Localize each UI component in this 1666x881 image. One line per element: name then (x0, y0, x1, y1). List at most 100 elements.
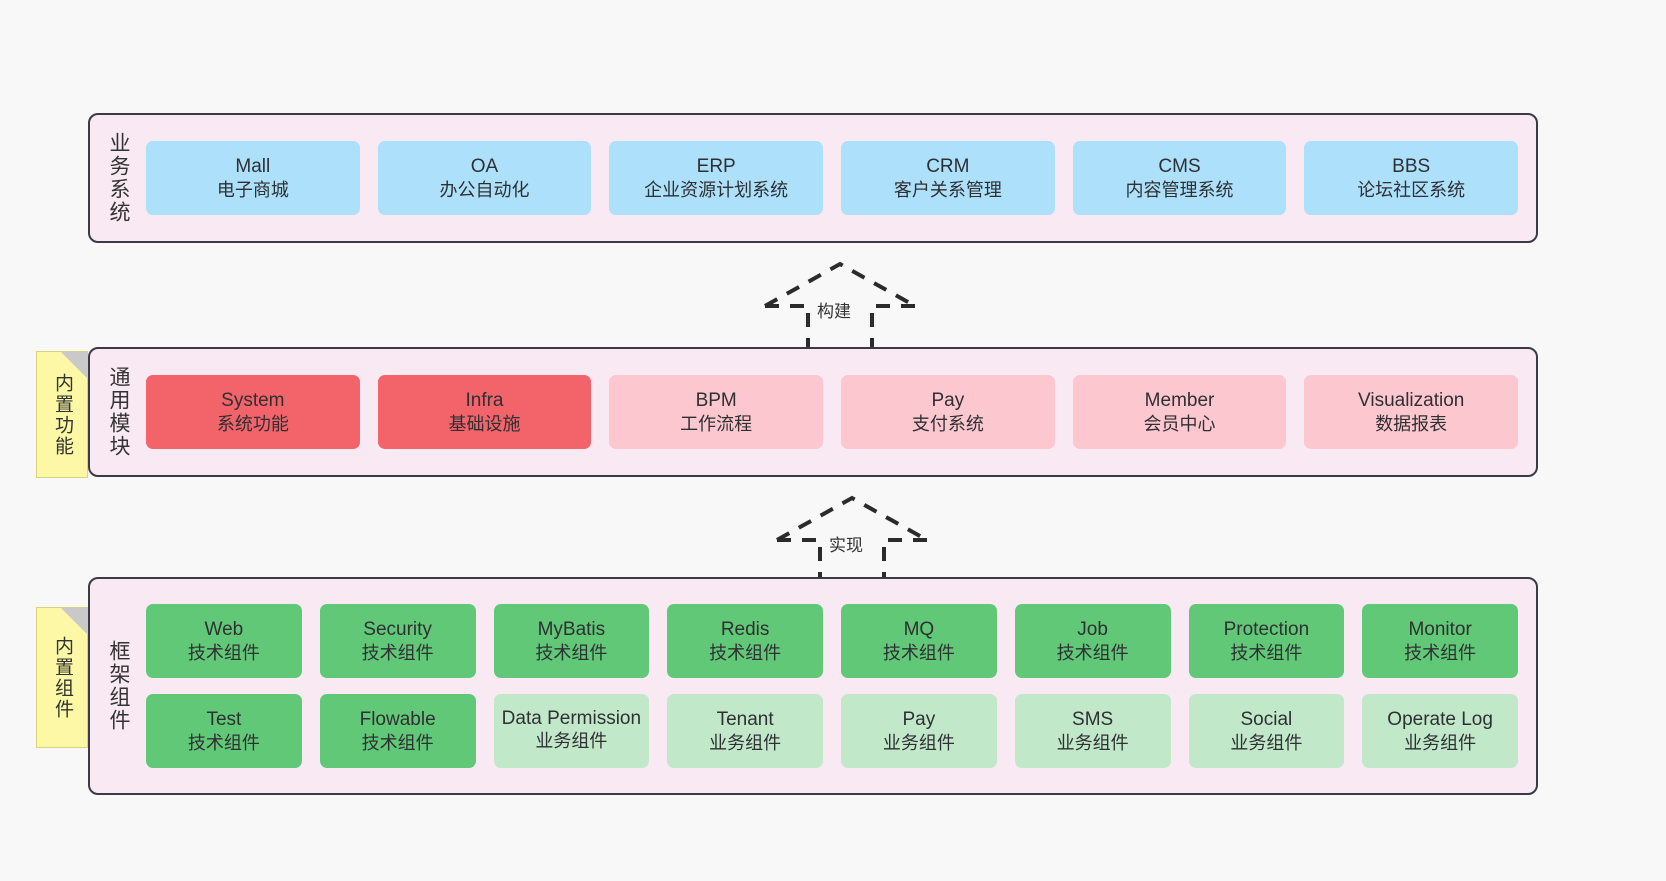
layer-common-modules: 通用模块 System 系统功能 Infra 基础设施 BPM 工作流程 Pay (88, 347, 1538, 477)
node-mall-title: Mall (235, 155, 271, 177)
node-member-title: Member (1144, 389, 1215, 411)
node-mq[interactable]: MQ 技术组件 (841, 604, 997, 678)
node-mq-title: MQ (903, 618, 935, 640)
node-redis-subtitle: 技术组件 (709, 642, 782, 663)
node-job[interactable]: Job 技术组件 (1014, 604, 1171, 678)
node-operate-log-title: Operate Log (1387, 708, 1493, 730)
node-web-title: Web (204, 618, 244, 640)
node-cms-title: CMS (1158, 155, 1201, 177)
node-visualization[interactable]: Visualization 数据报表 (1304, 375, 1519, 449)
note-builtin-components: 内置组件 (36, 607, 88, 748)
node-erp-title: ERP (696, 155, 736, 177)
node-flowable-subtitle: 技术组件 (361, 732, 434, 753)
node-security[interactable]: Security 技术组件 (319, 604, 476, 678)
node-oa-subtitle: 办公自动化 (439, 179, 530, 200)
layer-label-common-modules: 通用模块 (107, 366, 131, 458)
node-test[interactable]: Test 技术组件 (146, 694, 302, 768)
node-bpm-title: BPM (695, 389, 737, 411)
connector-build: 构建 (760, 258, 920, 348)
node-visualization-subtitle: 数据报表 (1375, 413, 1448, 434)
layer-body-framework-components: Web 技术组件 Security 技术组件 MyBatis 技术组件 Redi… (146, 579, 1536, 793)
connector-implement-label: 实现 (829, 536, 863, 555)
layer-body-common-modules: System 系统功能 Infra 基础设施 BPM 工作流程 Pay 支付系统… (146, 349, 1536, 475)
node-erp-subtitle: 企业资源计划系统 (644, 179, 789, 200)
node-social-title: Social (1240, 708, 1293, 730)
note-fold-corner-icon-2 (61, 608, 87, 634)
node-protection[interactable]: Protection 技术组件 (1188, 604, 1345, 678)
node-protection-subtitle: 技术组件 (1230, 642, 1303, 663)
layer-body-business-systems: Mall 电子商城 OA 办公自动化 ERP 企业资源计划系统 CRM 客户关系… (146, 115, 1536, 241)
node-job-title: Job (1077, 618, 1108, 640)
node-erp[interactable]: ERP 企业资源计划系统 (609, 141, 824, 215)
node-system[interactable]: System 系统功能 (146, 375, 360, 449)
node-system-subtitle: 系统功能 (216, 413, 289, 434)
node-pay-module-title: Pay (931, 389, 965, 411)
node-web[interactable]: Web 技术组件 (146, 604, 302, 678)
node-job-subtitle: 技术组件 (1056, 642, 1129, 663)
note-builtin-components-text: 内置组件 (51, 635, 73, 720)
node-test-subtitle: 技术组件 (187, 732, 260, 753)
note-builtin-features: 内置功能 (36, 351, 88, 478)
node-operate-log[interactable]: Operate Log 业务组件 (1362, 694, 1518, 768)
common-modules-row: System 系统功能 Infra 基础设施 BPM 工作流程 Pay 支付系统… (146, 375, 1519, 449)
node-oa[interactable]: OA 办公自动化 (377, 141, 592, 215)
node-sms-title: SMS (1072, 708, 1114, 730)
node-pay-module[interactable]: Pay 支付系统 (841, 375, 1055, 449)
node-bbs-subtitle: 论坛社区系统 (1357, 179, 1466, 200)
node-redis[interactable]: Redis 技术组件 (667, 604, 823, 678)
business-systems-row: Mall 电子商城 OA 办公自动化 ERP 企业资源计划系统 CRM 客户关系… (146, 141, 1519, 215)
node-sms-subtitle: 业务组件 (1056, 732, 1129, 753)
node-mall-subtitle: 电子商城 (216, 179, 289, 200)
node-social-subtitle: 业务组件 (1230, 732, 1303, 753)
node-security-title: Security (363, 618, 432, 640)
node-data-permission-title: Data Permission (501, 707, 642, 729)
node-mall[interactable]: Mall 电子商城 (146, 141, 360, 215)
node-member-subtitle: 会员中心 (1143, 413, 1216, 434)
node-cms[interactable]: CMS 内容管理系统 (1072, 141, 1287, 215)
layer-label-business-systems: 业务系统 (107, 132, 131, 224)
connector-build-label: 构建 (817, 302, 851, 321)
framework-tech-row: Web 技术组件 Security 技术组件 MyBatis 技术组件 Redi… (146, 604, 1518, 678)
node-member[interactable]: Member 会员中心 (1072, 375, 1287, 449)
node-redis-title: Redis (720, 618, 770, 640)
note-builtin-features-text: 内置功能 (51, 372, 73, 457)
node-infra-subtitle: 基础设施 (448, 413, 521, 434)
node-oa-title: OA (470, 155, 499, 177)
layer-business-systems: 业务系统 Mall 电子商城 OA 办公自动化 ERP 企业资源计划系统 CRM (88, 113, 1538, 243)
node-test-title: Test (206, 708, 242, 730)
node-operate-log-subtitle: 业务组件 (1404, 732, 1477, 753)
node-tenant[interactable]: Tenant 业务组件 (667, 694, 823, 768)
node-pay-module-subtitle: 支付系统 (911, 413, 984, 434)
node-flowable-title: Flowable (359, 708, 436, 730)
node-system-title: System (221, 389, 285, 411)
node-flowable[interactable]: Flowable 技术组件 (319, 694, 476, 768)
node-bpm[interactable]: BPM 工作流程 (609, 375, 824, 449)
node-security-subtitle: 技术组件 (361, 642, 434, 663)
node-mybatis-title: MyBatis (537, 618, 606, 640)
node-web-subtitle: 技术组件 (187, 642, 260, 663)
node-monitor[interactable]: Monitor 技术组件 (1362, 604, 1518, 678)
node-infra-title: Infra (465, 389, 504, 411)
node-infra[interactable]: Infra 基础设施 (377, 375, 592, 449)
node-data-permission[interactable]: Data Permission 业务组件 (493, 694, 650, 768)
node-mybatis[interactable]: MyBatis 技术组件 (493, 604, 650, 678)
node-social[interactable]: Social 业务组件 (1188, 694, 1345, 768)
node-mybatis-subtitle: 技术组件 (535, 642, 608, 663)
node-tenant-title: Tenant (716, 708, 774, 730)
node-sms[interactable]: SMS 业务组件 (1014, 694, 1171, 768)
node-data-permission-subtitle: 业务组件 (535, 731, 608, 752)
node-bbs[interactable]: BBS 论坛社区系统 (1304, 141, 1519, 215)
node-mq-subtitle: 技术组件 (882, 642, 955, 663)
node-protection-title: Protection (1223, 618, 1310, 640)
node-crm-title: CRM (926, 155, 970, 177)
implement-arrow-icon (776, 495, 928, 582)
layer-label-framework-components: 框架组件 (107, 640, 131, 732)
node-crm-subtitle: 客户关系管理 (893, 179, 1002, 200)
node-monitor-subtitle: 技术组件 (1404, 642, 1477, 663)
layer-framework-components: 框架组件 Web 技术组件 Security 技术组件 MyBatis 技术组件… (88, 577, 1538, 795)
node-pay-component[interactable]: Pay 业务组件 (841, 694, 997, 768)
node-pay-component-title: Pay (902, 708, 936, 730)
node-pay-component-subtitle: 业务组件 (882, 732, 955, 753)
node-crm[interactable]: CRM 客户关系管理 (841, 141, 1055, 215)
